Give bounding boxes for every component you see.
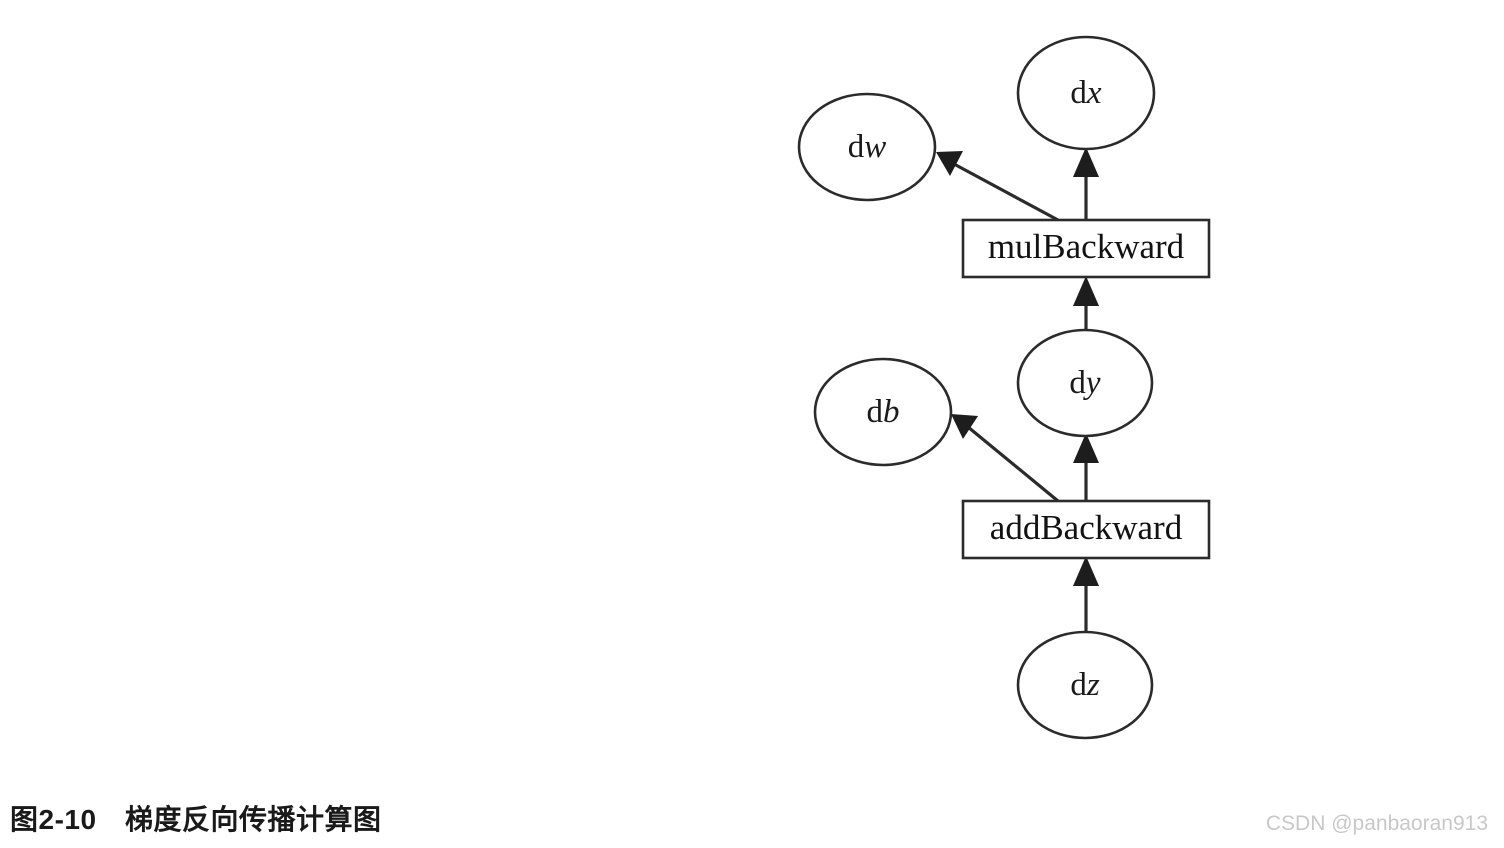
node-addbackward[interactable]: addBackward <box>961 499 1211 560</box>
edge-addbackward-to-dy <box>1073 433 1099 500</box>
node-db-label: db <box>867 394 900 430</box>
edge-dy-to-mulbackward <box>1073 276 1099 332</box>
edge-mulbackward-to-dx <box>1073 147 1099 219</box>
arrow-head-mulbackward-dx <box>1073 147 1099 177</box>
node-dz-label: dz <box>1070 667 1100 703</box>
node-dz-shape[interactable] <box>1016 630 1154 740</box>
edge-dz-to-addbackward <box>1073 556 1099 634</box>
edge-mulbackward-to-dw <box>936 151 1059 222</box>
node-dw-shape[interactable] <box>797 92 937 202</box>
node-addbackward-label: addBackward <box>990 508 1183 547</box>
arrow-head-mulbackward-dw <box>936 151 963 176</box>
node-dx-shape[interactable] <box>1016 35 1156 151</box>
arrow-head-addbackward-dy <box>1073 433 1099 463</box>
node-dz[interactable]: dz <box>1016 630 1154 740</box>
node-dw[interactable]: dw <box>797 92 937 202</box>
node-mulbackward-label: mulBackward <box>988 227 1185 266</box>
arrow-head-dz-addbackward <box>1073 556 1099 586</box>
node-dx-label: dx <box>1070 75 1102 111</box>
watermark-text: CSDN @panbaoran913 <box>1265 812 1488 835</box>
node-dx[interactable]: dx <box>1016 35 1156 151</box>
node-dy-label: dy <box>1069 365 1101 401</box>
node-dy-shape[interactable] <box>1016 328 1154 438</box>
arrow-head-addbackward-db <box>951 414 978 439</box>
node-addbackward-shape[interactable] <box>961 499 1211 560</box>
edge-line-addbackward-db <box>966 425 1060 503</box>
edge-line-mulbackward-dw <box>953 162 1059 222</box>
figure-caption: 图2-10 梯度反向传播计算图 <box>10 804 382 835</box>
arrow-head-dy-mulbackward <box>1073 276 1099 306</box>
node-dy[interactable]: dy <box>1016 328 1154 438</box>
node-mulbackward[interactable]: mulBackward <box>961 218 1211 279</box>
node-mulbackward-shape[interactable] <box>961 218 1211 279</box>
node-db[interactable]: db <box>813 357 953 467</box>
edge-addbackward-to-db <box>951 414 1060 503</box>
node-db-shape[interactable] <box>813 357 953 467</box>
node-dw-label: dw <box>848 129 887 165</box>
